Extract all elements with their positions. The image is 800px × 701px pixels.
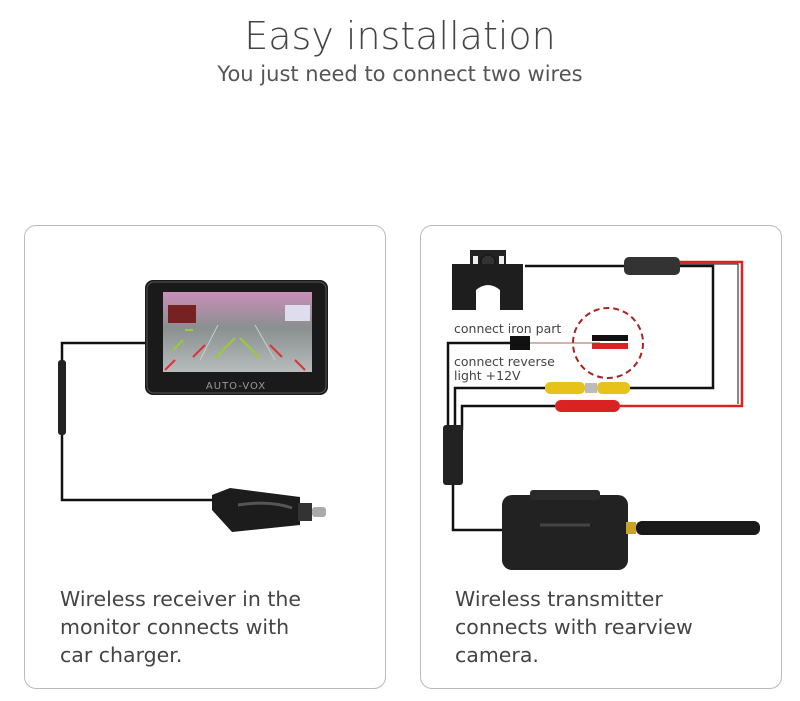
cable-inline-module — [58, 360, 66, 435]
label-reverse-1: connect reverse — [454, 354, 555, 369]
rearview-camera — [452, 250, 523, 310]
monitor-brand: AUTO-VOX — [206, 381, 266, 392]
receiver-caption: Wireless receiver in the monitor connect… — [60, 585, 301, 669]
monitor: AUTO-VOX — [145, 280, 328, 395]
transmitter-panel — [420, 225, 782, 689]
red-power-connector — [555, 400, 620, 412]
antenna — [636, 521, 760, 535]
label-reverse-2: light +12V — [454, 368, 521, 383]
caption-line: camera. — [455, 643, 539, 667]
caption-line: monitor connects with — [60, 615, 290, 639]
wiring — [446, 260, 744, 532]
splice-block — [510, 336, 530, 350]
inline-connector — [443, 425, 463, 485]
monitor-screen — [163, 292, 312, 372]
wireless-transmitter — [502, 490, 760, 570]
page-subtitle: You just need to connect two wires — [217, 62, 583, 86]
caption-line: Wireless receiver in the — [60, 587, 301, 611]
car-charger — [212, 488, 326, 532]
transmitter-caption: Wireless transmitter connects with rearv… — [455, 585, 693, 669]
page-title: Easy installation — [244, 14, 556, 58]
yellow-rca-connector — [545, 382, 630, 394]
caption-line: car charger. — [60, 643, 183, 667]
caption-line: connects with rearview — [455, 615, 693, 639]
wire-module — [624, 257, 680, 275]
caption-line: Wireless transmitter — [455, 587, 663, 611]
wire-detail-callout — [572, 307, 644, 379]
label-iron: connect iron part — [454, 321, 561, 336]
receiver-panel — [24, 225, 386, 689]
